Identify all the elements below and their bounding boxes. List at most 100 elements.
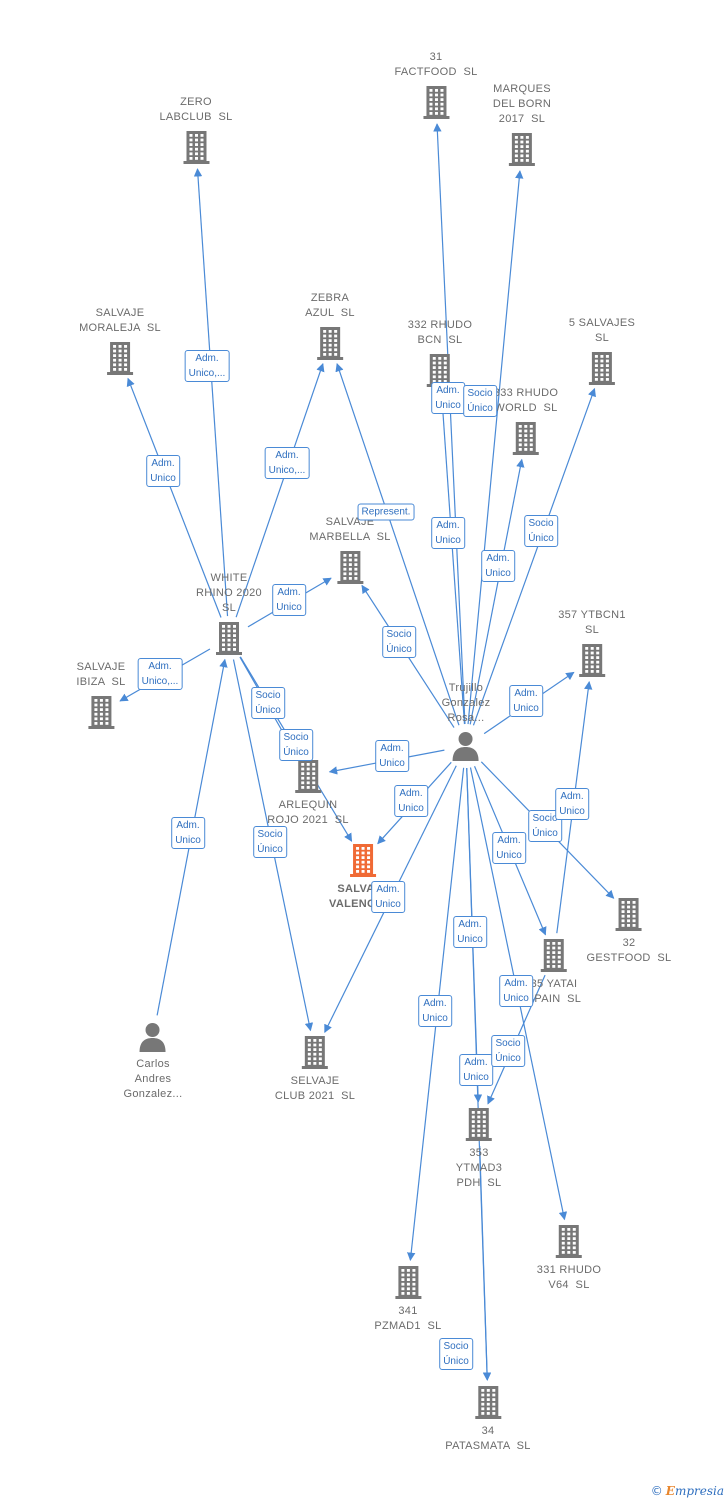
building-icon bbox=[309, 549, 390, 585]
edge-label-trujillo-zebra[interactable]: Represent. bbox=[357, 503, 415, 521]
node-pzmad341[interactable]: 341 PZMAD1 SL bbox=[374, 1264, 441, 1334]
edge-label-white-valencia[interactable]: Socio Único bbox=[279, 729, 313, 761]
edge-label-yatai-ytbcn357[interactable]: Socio Único bbox=[528, 810, 562, 842]
building-icon bbox=[587, 896, 672, 932]
edge-label-trujillo-valencia[interactable]: Adm. Unico bbox=[394, 785, 428, 817]
edge-label-trujillo-ytbcn357[interactable]: Adm. Unico bbox=[509, 685, 543, 717]
copyright-symbol: © bbox=[650, 1484, 663, 1498]
node-ytbcn357[interactable]: 357 YTBCN1 SL bbox=[558, 608, 626, 678]
edge-label-trujillo-ytmad353[interactable]: Adm. Unico bbox=[555, 788, 589, 820]
brand-initial: E bbox=[665, 1484, 675, 1498]
edge-trujillo-zebra bbox=[335, 363, 460, 726]
node-label: 31 FACTFOOD SL bbox=[394, 51, 478, 78]
node-label: 35 YATAI SPAIN SL bbox=[526, 978, 582, 1005]
node-moraleja[interactable]: SALVAJE MORALEJA SL bbox=[79, 306, 161, 376]
node-rhudo331[interactable]: 331 RHUDO V64 SL bbox=[537, 1223, 601, 1293]
building-icon bbox=[196, 620, 262, 656]
node-label: 32 GESTFOOD SL bbox=[586, 937, 672, 964]
node-label: 5 SALVAJES SL bbox=[568, 317, 636, 344]
edge-label-white-arlequin[interactable]: Socio Único bbox=[251, 687, 285, 719]
node-zebra[interactable]: ZEBRA AZUL SL bbox=[305, 291, 355, 361]
edge-label-trujillo-arlequin[interactable]: Adm. Unico bbox=[375, 740, 409, 772]
edge-white-zebra bbox=[235, 363, 325, 618]
edge-label-white-ibiza[interactable]: Adm. Unico,... bbox=[137, 658, 183, 690]
edge-label-trujillo-gestfood32[interactable]: Adm. Unico bbox=[453, 916, 487, 948]
edge-label-trujillo-selvaje[interactable]: Adm. Unico bbox=[371, 881, 405, 913]
edge-trujillo-rhudo332 bbox=[437, 391, 466, 725]
node-zero[interactable]: ZERO LABCLUB SL bbox=[159, 95, 232, 165]
edge-label-white-selvaje[interactable]: Socio Único bbox=[253, 826, 287, 858]
edge-label-white-moraleja[interactable]: Adm. Unico bbox=[146, 455, 180, 487]
node-arlequin[interactable]: ARLEQUIN ROJO 2021 SL bbox=[267, 758, 349, 828]
edge-label-white-zebra[interactable]: Adm. Unico,... bbox=[264, 447, 310, 479]
node-rhudo333[interactable]: 333 RHUDO WORLD SL bbox=[494, 386, 558, 456]
node-ytmad353[interactable]: 353 YTMAD3 PDH SL bbox=[456, 1106, 502, 1191]
node-patasmata34[interactable]: 34 PATASMATA SL bbox=[445, 1384, 530, 1454]
node-label: SELVAJE CLUB 2021 SL bbox=[274, 1075, 356, 1102]
node-label: 333 RHUDO WORLD SL bbox=[493, 387, 559, 414]
edge-label-white-zero[interactable]: Adm. Unico,... bbox=[184, 350, 230, 382]
building-icon bbox=[374, 1264, 441, 1300]
building-icon bbox=[159, 129, 232, 165]
building-icon bbox=[305, 325, 355, 361]
building-icon bbox=[329, 842, 397, 878]
building-icon bbox=[527, 937, 581, 973]
edge-trujillo-marques bbox=[467, 170, 524, 725]
edge-trujillo-salvajes5 bbox=[472, 387, 596, 726]
node-salvajes5[interactable]: 5 SALVAJES SL bbox=[569, 316, 635, 386]
building-icon bbox=[394, 84, 477, 120]
edge-trujillo-rhudo333 bbox=[469, 458, 525, 725]
edge-label-trujillo-factfood31[interactable]: Adm. Unico bbox=[431, 517, 465, 549]
building-icon bbox=[76, 694, 125, 730]
node-label: SALVAJE IBIZA SL bbox=[76, 661, 126, 688]
edge-white-moraleja bbox=[126, 377, 222, 618]
edge-label-carlos-white[interactable]: Adm. Unico bbox=[171, 817, 205, 849]
building-icon bbox=[569, 350, 635, 386]
node-label: 331 RHUDO V64 SL bbox=[536, 1264, 602, 1291]
node-label: 353 YTMAD3 PDH SL bbox=[455, 1147, 503, 1189]
edge-white-zero bbox=[193, 168, 229, 617]
node-selvaje[interactable]: SELVAJE CLUB 2021 SL bbox=[275, 1034, 355, 1104]
node-yatai[interactable]: 35 YATAI SPAIN SL bbox=[527, 937, 581, 1007]
building-icon bbox=[558, 642, 626, 678]
node-carlos[interactable]: Carlos Andres Gonzalez... bbox=[124, 1021, 183, 1102]
building-icon bbox=[275, 1034, 355, 1070]
building-icon bbox=[445, 1384, 530, 1420]
edge-trujillo-factfood31 bbox=[433, 123, 466, 725]
edge-label-trujillo-patasmata34[interactable]: Adm. Unico bbox=[418, 995, 452, 1027]
edge-label-ytmad353-patasmata34[interactable]: Socio Único bbox=[439, 1338, 473, 1370]
node-label: ARLEQUIN ROJO 2021 SL bbox=[267, 799, 349, 826]
node-label: MARQUES DEL BORN 2017 SL bbox=[492, 83, 552, 125]
node-factfood31[interactable]: 31 FACTFOOD SL bbox=[394, 50, 477, 120]
edge-ytmad353-patasmata34 bbox=[479, 1145, 492, 1381]
node-label: 34 PATASMATA SL bbox=[445, 1425, 531, 1452]
brand-name: mpresia bbox=[674, 1484, 724, 1498]
node-label: 341 PZMAD1 SL bbox=[374, 1305, 442, 1332]
node-marbella[interactable]: SALVAJE MARBELLA SL bbox=[309, 515, 390, 585]
building-icon bbox=[493, 131, 551, 167]
building-icon bbox=[267, 758, 349, 794]
edge-label-trujillo-salvajes5[interactable]: Socio Único bbox=[524, 515, 558, 547]
edge-label-trujillo-rhudo333[interactable]: Socio Único bbox=[463, 385, 497, 417]
edge-label-yatai-ytmad353[interactable]: Socio Único bbox=[491, 1035, 525, 1067]
building-icon bbox=[456, 1106, 502, 1142]
node-label: 357 YTBCN1 SL bbox=[558, 609, 626, 636]
edge-label-white-marbella[interactable]: Adm. Unico bbox=[272, 584, 306, 616]
node-marques[interactable]: MARQUES DEL BORN 2017 SL bbox=[493, 82, 551, 167]
node-gestfood32[interactable]: 32 GESTFOOD SL bbox=[587, 896, 672, 966]
edge-label-trujillo-rhudo332[interactable]: Adm. Unico bbox=[431, 382, 465, 414]
footer-brand[interactable]: ©Empresia bbox=[651, 1484, 724, 1498]
edge-label-trujillo-marbella[interactable]: Socio Único bbox=[382, 626, 416, 658]
node-white[interactable]: WHITE RHINO 2020 SL bbox=[196, 571, 262, 656]
person-icon bbox=[124, 1021, 183, 1053]
edge-label-trujillo-pzmad341[interactable]: Adm. Unico bbox=[459, 1054, 493, 1086]
building-icon bbox=[79, 340, 161, 376]
edge-label-trujillo-rhudo331[interactable]: Adm. Unico bbox=[499, 975, 533, 1007]
building-icon bbox=[537, 1223, 601, 1259]
node-rhudo332[interactable]: 332 RHUDO BCN SL bbox=[408, 318, 472, 388]
node-trujillo[interactable]: Trujillo Gonzalez Rosa... bbox=[442, 681, 491, 762]
edge-label-trujillo-yatai[interactable]: Adm. Unico bbox=[492, 832, 526, 864]
edge-label-trujillo-marques[interactable]: Adm. Unico bbox=[481, 550, 515, 582]
node-ibiza[interactable]: SALVAJE IBIZA SL bbox=[76, 660, 125, 730]
